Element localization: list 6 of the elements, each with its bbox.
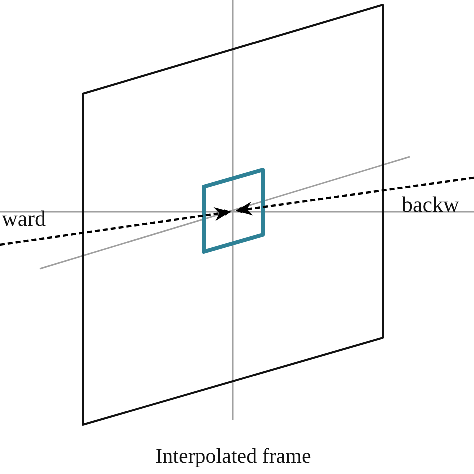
dashed-arrow (236, 176, 474, 216)
dashed-arrow (0, 207, 232, 246)
square-outline (202, 168, 265, 254)
frame-caption: Interpolated frame (156, 446, 312, 467)
edge-label: backw (402, 194, 460, 216)
edge-label: ward (2, 208, 46, 230)
